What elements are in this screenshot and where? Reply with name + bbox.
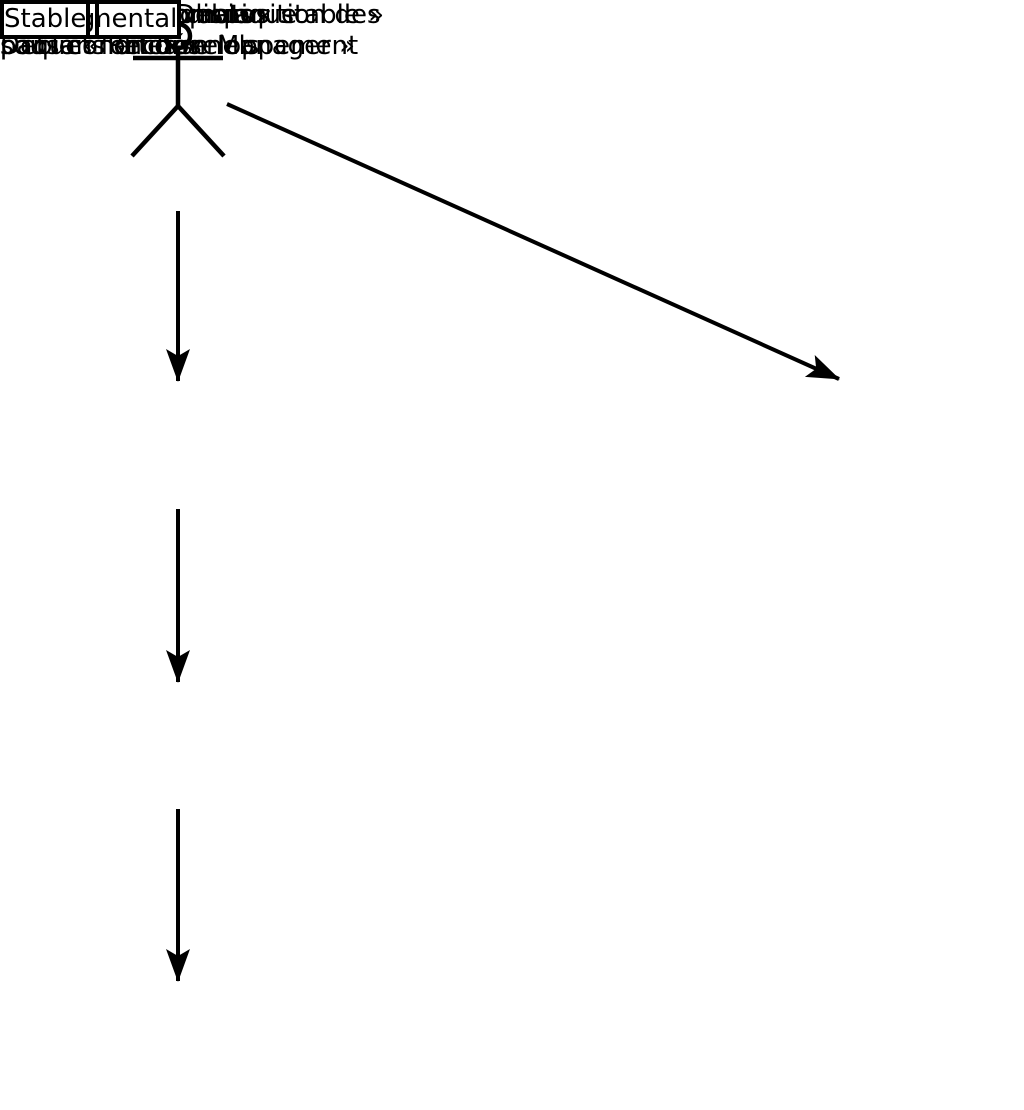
actor-leg-left bbox=[130, 104, 180, 158]
developer-stick-figure-icon bbox=[130, 21, 226, 158]
actor-leg-right bbox=[176, 104, 226, 158]
box-stable-label: Stable bbox=[4, 4, 87, 34]
box-stable: Stable bbox=[0, 0, 91, 39]
arrow-developer-to-experimental bbox=[226, 102, 840, 381]
